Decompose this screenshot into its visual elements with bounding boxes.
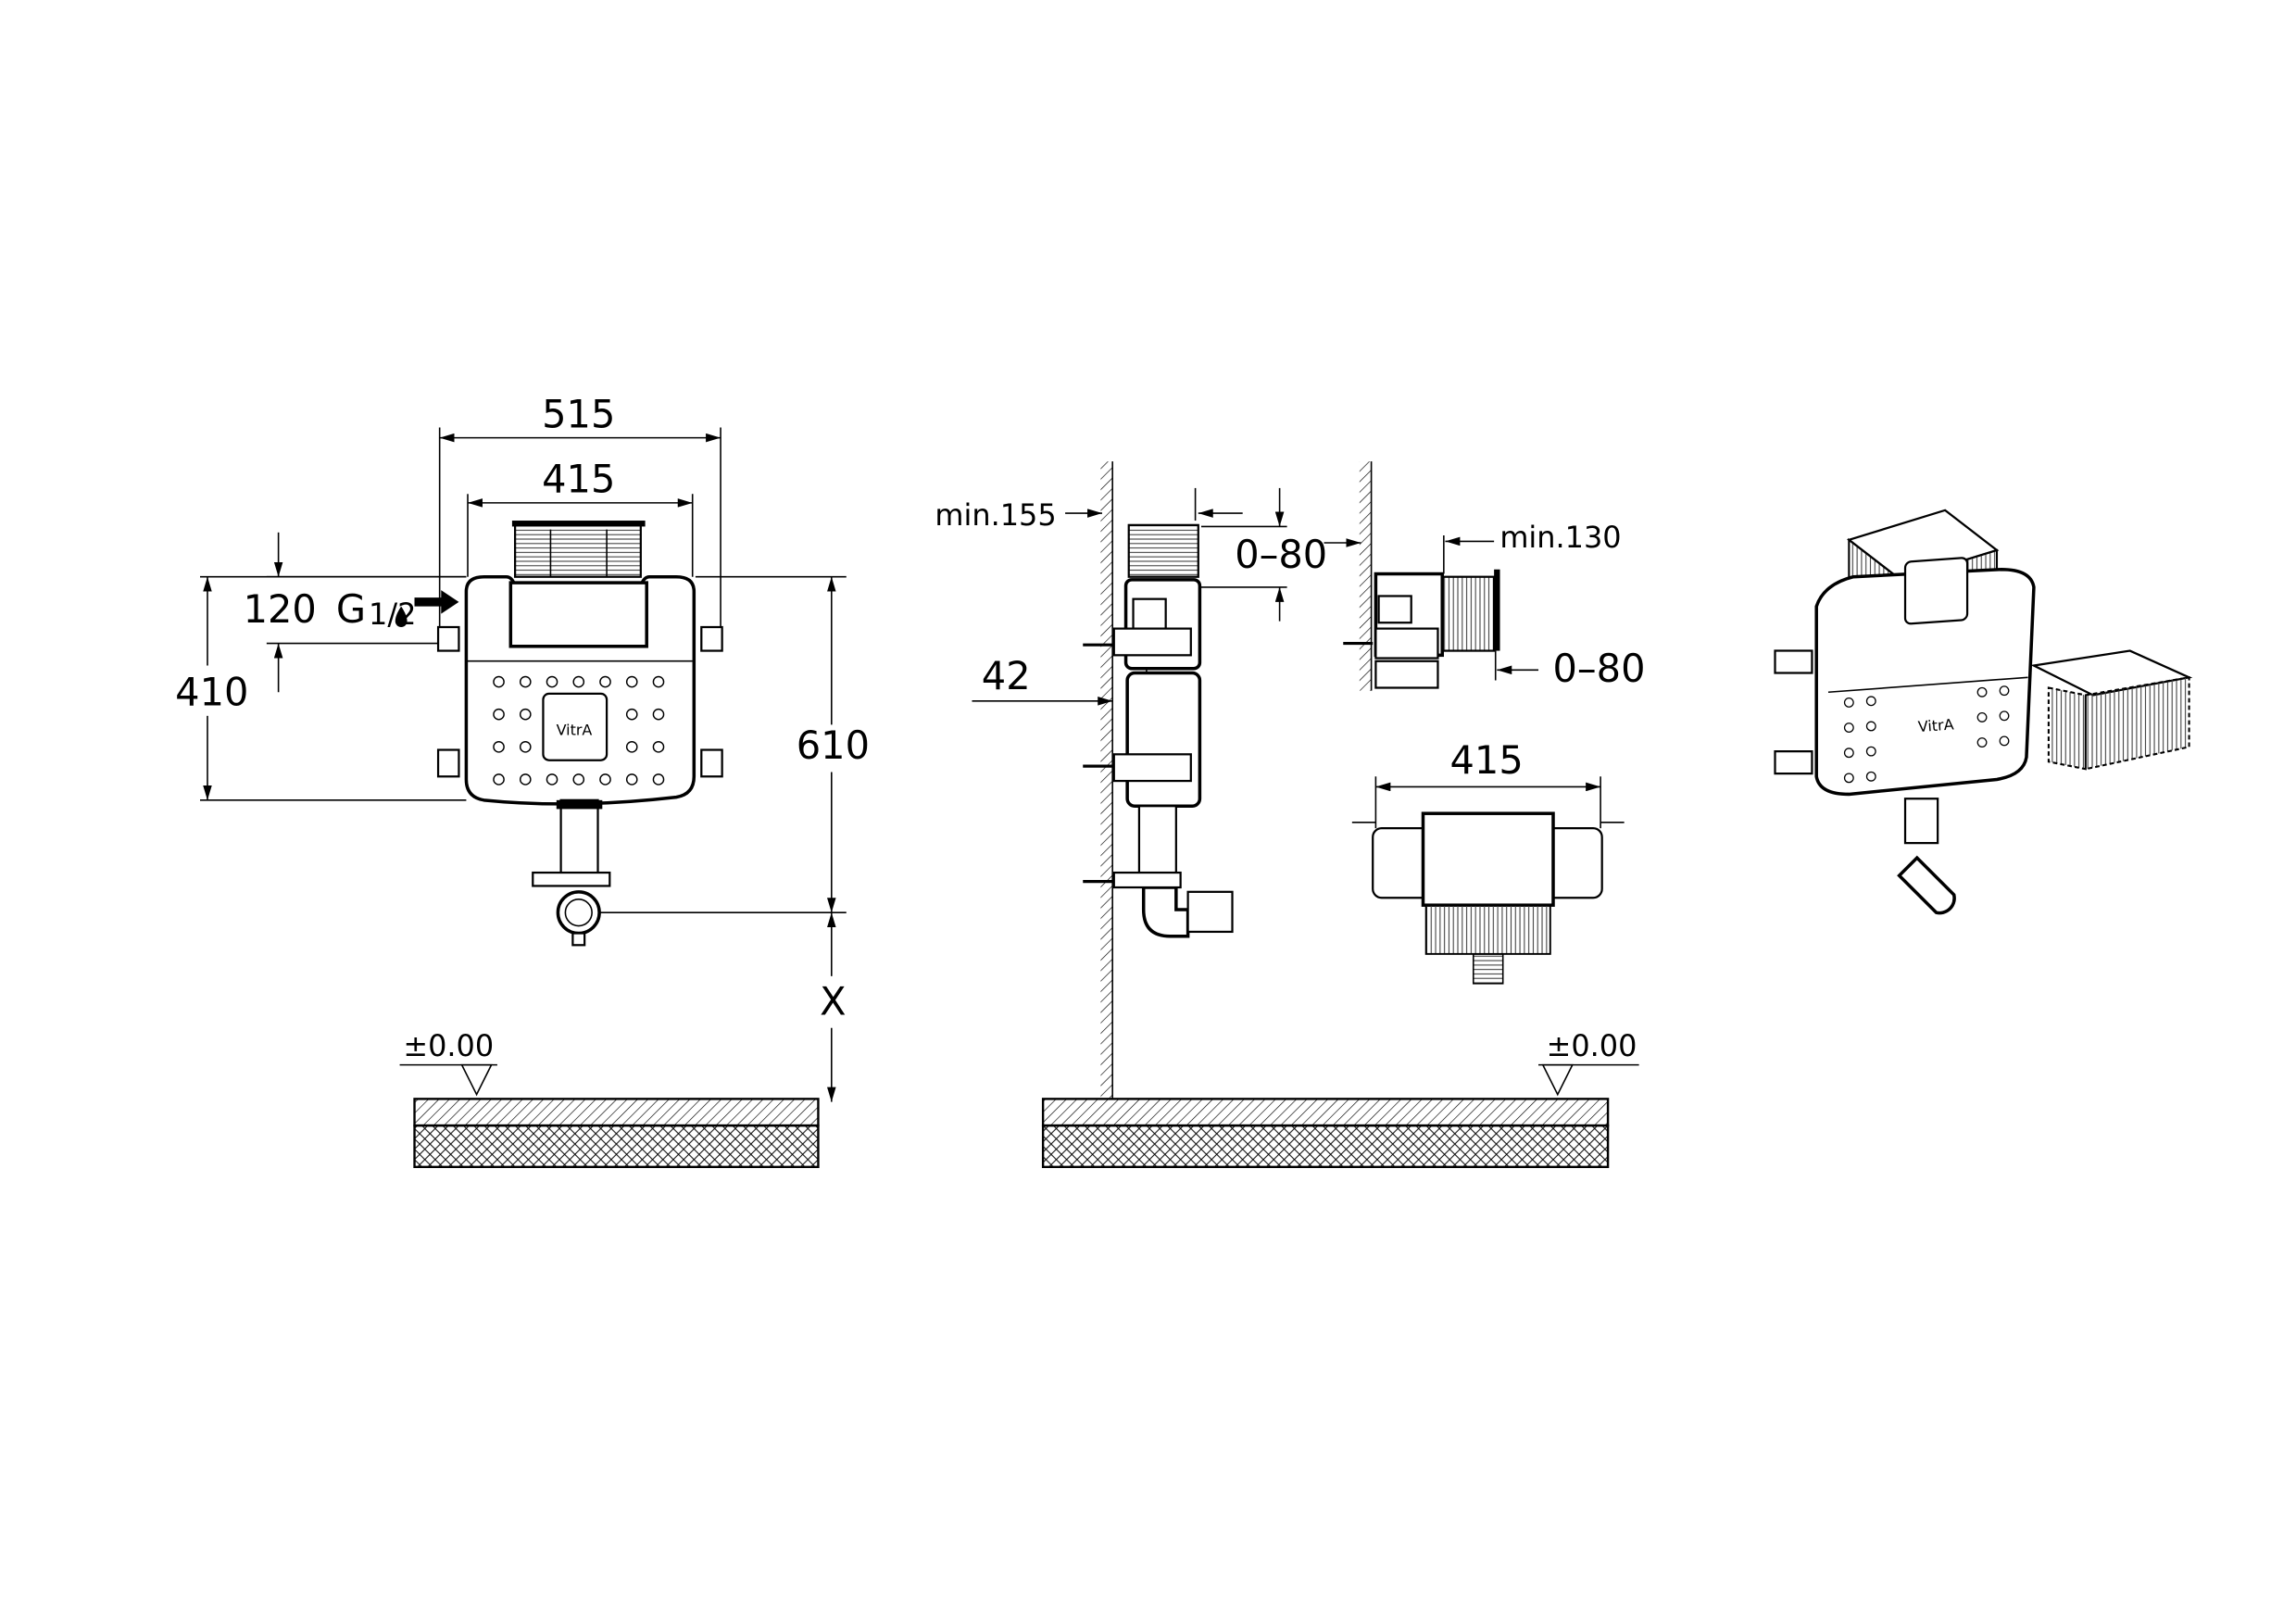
side-view: min.155 0–80 42: [935, 461, 1639, 1169]
dimension-label-415-top: 415: [1450, 737, 1524, 783]
dimension-label-515: 515: [542, 391, 615, 436]
floor-section: ±0.00: [399, 1028, 820, 1169]
dimension-label-120: 120: [244, 586, 317, 632]
dimension-0-80-detail: 0–80: [1494, 646, 1646, 691]
dimension-label-0-80-detail: 0–80: [1553, 646, 1646, 691]
inlet-thread-fraction: 1/2: [369, 597, 416, 632]
mounting-brackets: [436, 625, 723, 778]
cistern-front: VitrA: [436, 521, 723, 947]
front-view: 515 415 120 G 1/2 410: [175, 391, 870, 1169]
dimension-x: X: [820, 912, 847, 1102]
dimension-label-415: 415: [542, 457, 615, 502]
dimension-610: 610: [592, 575, 870, 913]
dimension-label-0-80: 0–80: [1235, 532, 1327, 577]
isometric-view: VitrA: [1774, 509, 2193, 915]
dimension-label-610: 610: [797, 723, 870, 768]
ventilation-holes: [493, 675, 665, 785]
dimension-label-410: 410: [175, 670, 248, 715]
vitra-logo-iso: VitrA: [1917, 715, 1954, 735]
dimension-415: 415: [467, 457, 694, 577]
floor-level-label: ±0.00: [403, 1028, 494, 1063]
dimension-min-155: min.155: [935, 487, 1243, 533]
vitra-logo: VitrA: [557, 722, 593, 739]
dimension-0-80-side: 0–80: [1200, 487, 1361, 622]
floor-section-side: ±0.00: [1041, 1028, 1639, 1169]
water-drop-icon: [395, 606, 408, 628]
dimension-min-130: min.130: [1443, 520, 1622, 574]
dimension-410: 410: [175, 575, 467, 801]
inlet-thread-label: G: [336, 586, 366, 632]
dimension-120: 120 G 1/2: [244, 532, 467, 693]
floor-level-label-side: ±0.00: [1547, 1028, 1637, 1063]
detail-view: min.130 0–80: [1343, 461, 1645, 691]
top-view: 415: [1351, 737, 1625, 985]
dimension-label-min-130: min.130: [1499, 520, 1621, 555]
dimension-label-42: 42: [982, 653, 1031, 698]
dimension-label-min-155: min.155: [935, 497, 1056, 533]
cistern-side: [1083, 523, 1234, 938]
dimension-515: 515: [438, 391, 721, 651]
inlet-arrow-icon: [414, 590, 459, 614]
dimension-label-x: X: [820, 978, 846, 1024]
